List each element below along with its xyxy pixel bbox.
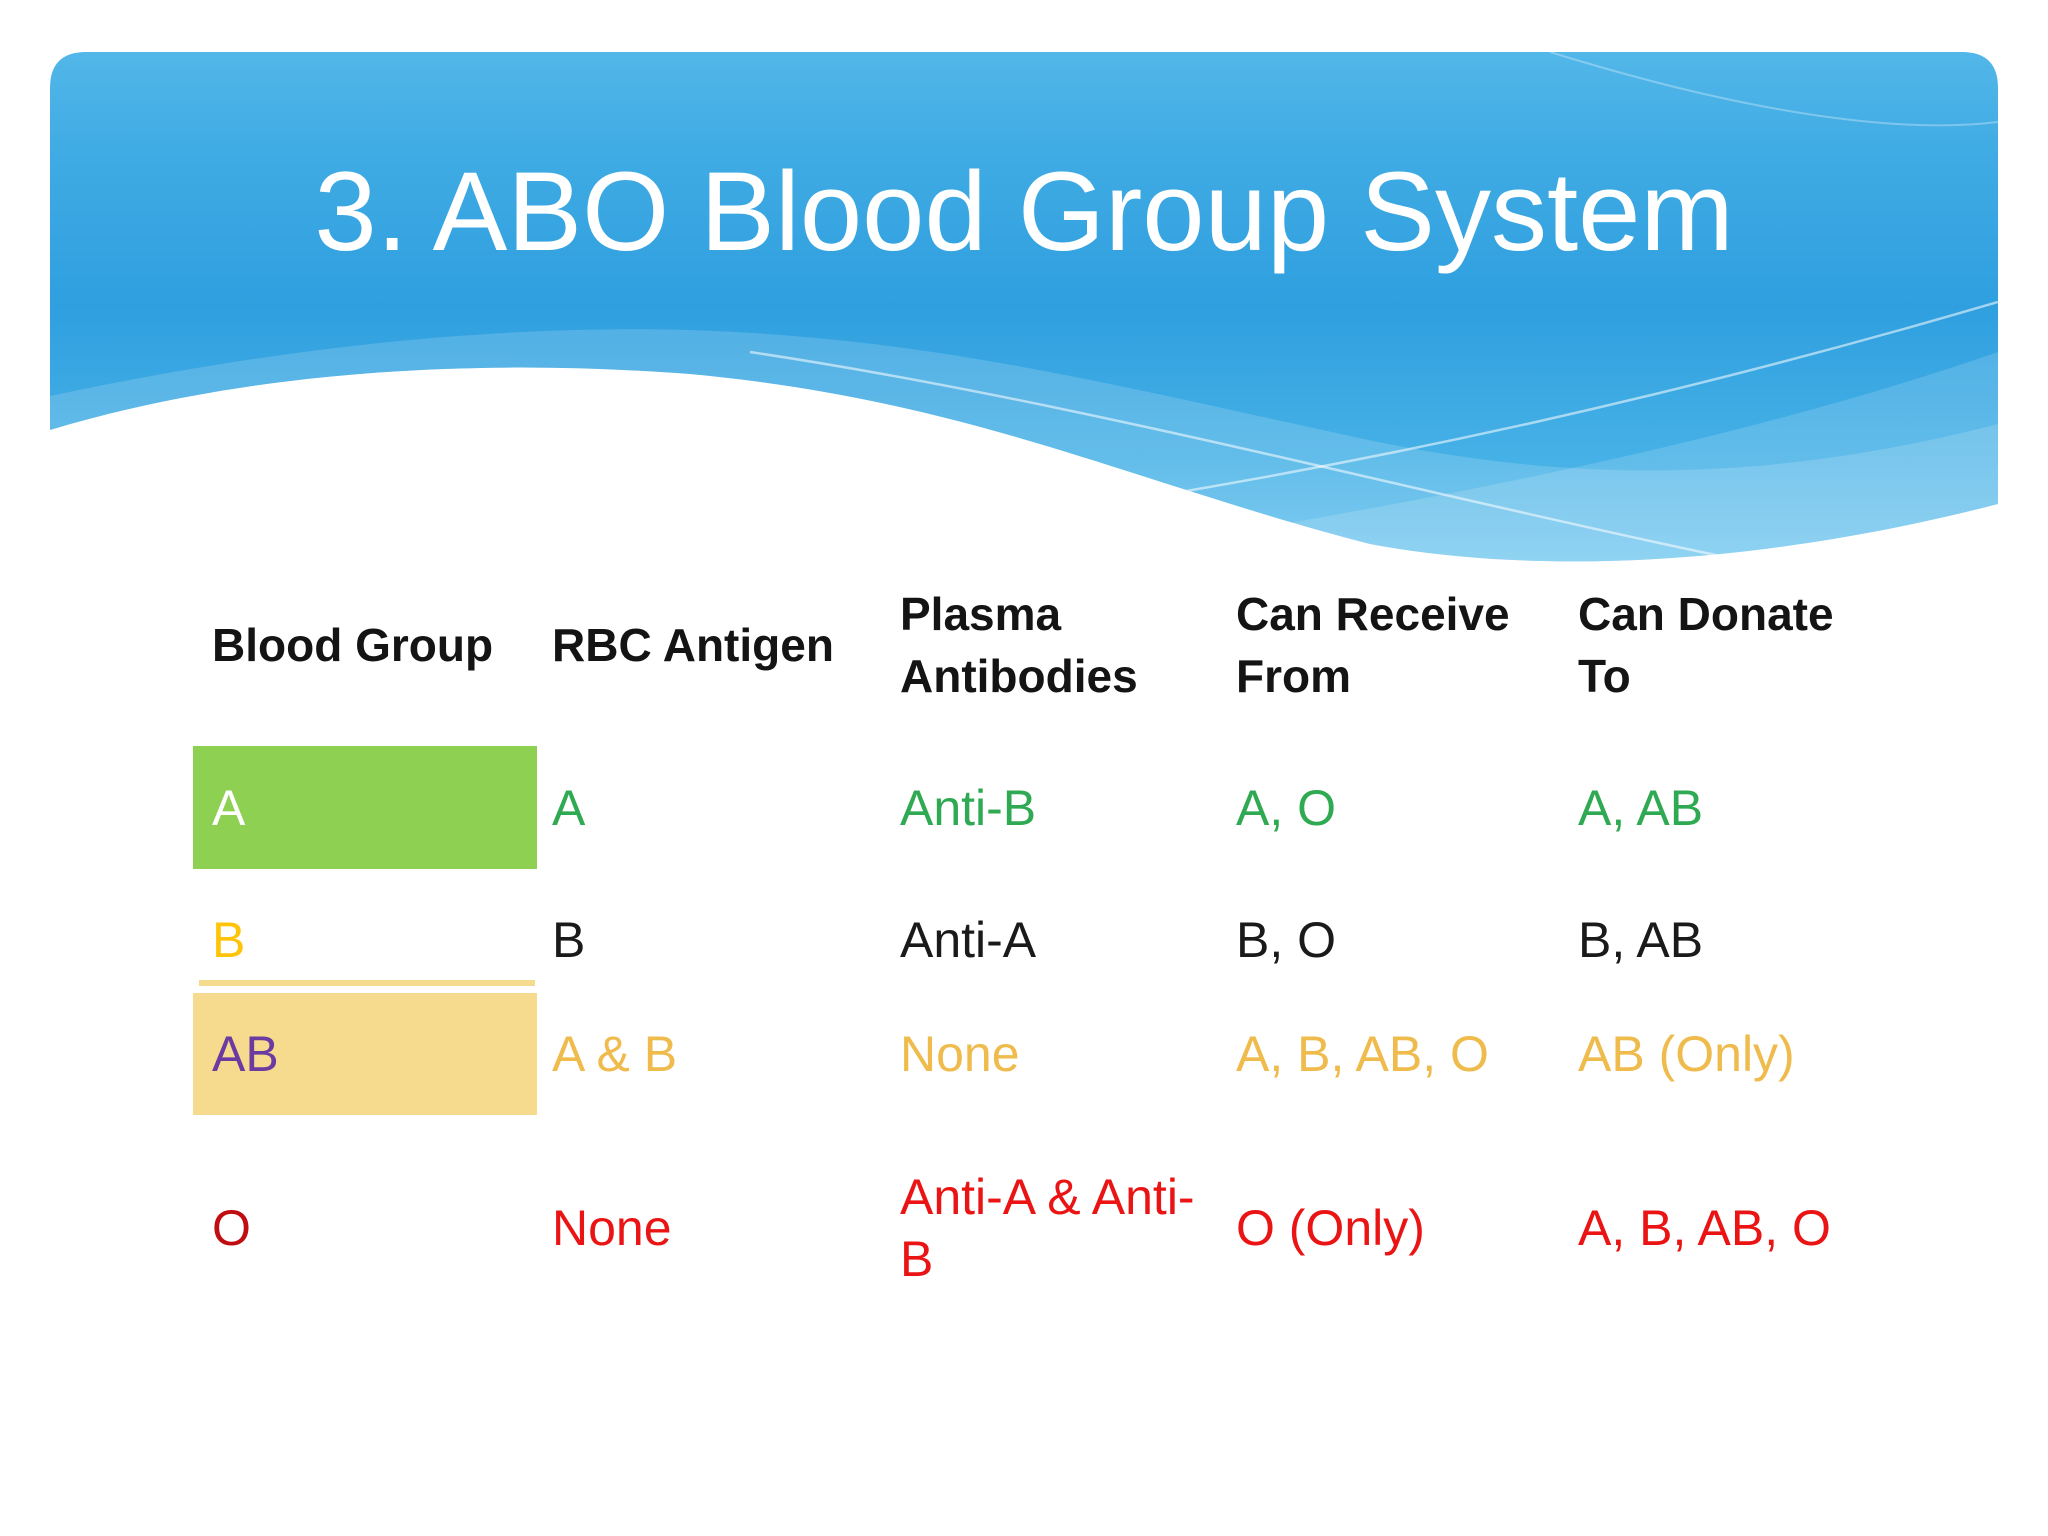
cell-rowA-can-donate-to: A, AB — [1578, 780, 1704, 836]
cell-line-1: Anti-A & Anti- — [900, 1169, 1195, 1225]
header-line-2: From — [1236, 650, 1351, 702]
header-line-1: Plasma — [900, 588, 1062, 640]
cell-rowAB-blood-group: AB — [212, 1026, 279, 1082]
header-line-1: Can Donate — [1578, 588, 1834, 640]
cell-rowB-rbc-antigen: B — [552, 912, 586, 968]
column-header-can-donate-to: Can Donate To — [1578, 583, 1834, 707]
cell-rowO-plasma-antibodies: Anti-A & Anti- B — [900, 1166, 1260, 1290]
header-line-2: To — [1578, 650, 1631, 702]
highlight-cell-a — [193, 746, 537, 869]
cell-rowB-can-receive-from: B, O — [1236, 912, 1337, 968]
header-line-1: Can Receive — [1236, 588, 1510, 640]
column-header-blood-group: Blood Group — [212, 619, 494, 671]
cell-rowAB-can-donate-to: AB (Only) — [1578, 1026, 1795, 1082]
highlight-cell-ab — [193, 993, 537, 1115]
slide-title: 3. ABO Blood Group System — [314, 149, 1734, 274]
cell-rowAB-can-receive-from: A, B, AB, O — [1236, 1026, 1489, 1082]
cell-rowO-can-donate-to: A, B, AB, O — [1578, 1200, 1831, 1256]
cell-rowA-plasma-antibodies: Anti-B — [900, 780, 1037, 836]
cell-rowB-blood-group: B — [212, 912, 246, 968]
highlight-cell-ab-sliver — [199, 980, 535, 986]
cell-rowA-can-receive-from: A, O — [1236, 780, 1337, 836]
cell-rowAB-plasma-antibodies: None — [900, 1026, 1020, 1082]
banner-shape — [50, 52, 1998, 562]
cell-rowO-blood-group: O — [212, 1200, 251, 1256]
cell-rowB-plasma-antibodies: Anti-A — [900, 912, 1037, 968]
column-header-rbc-antigen: RBC Antigen — [552, 619, 834, 671]
column-header-plasma-antibodies: Plasma Antibodies — [900, 583, 1138, 707]
header-line-2: Antibodies — [900, 650, 1138, 702]
column-header-can-receive-from: Can Receive From — [1236, 583, 1510, 707]
cell-rowA-blood-group: A — [212, 780, 246, 836]
header-banner — [50, 52, 1998, 562]
cell-rowAB-rbc-antigen: A & B — [552, 1026, 678, 1082]
cell-line-2: B — [900, 1231, 934, 1287]
cell-rowA-rbc-antigen: A — [552, 780, 586, 836]
cell-rowO-can-receive-from: O (Only) — [1236, 1200, 1425, 1256]
cell-rowB-can-donate-to: B, AB — [1578, 912, 1704, 968]
cell-rowO-rbc-antigen: None — [552, 1200, 672, 1256]
